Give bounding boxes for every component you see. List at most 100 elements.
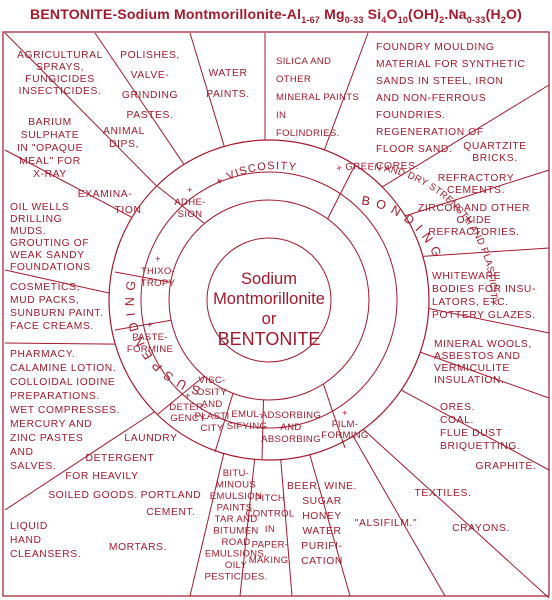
label-line: MAKING. — [249, 555, 292, 566]
label-line: AND — [280, 422, 301, 433]
label-line: SUGAR — [302, 496, 342, 507]
label-line: MERCURY AND — [10, 419, 92, 430]
label-line: INSULATION. — [434, 375, 505, 386]
label-line: SILICA AND — [276, 56, 331, 67]
label-line: FLUE DUST — [440, 428, 503, 439]
label-line: ABSORBING — [261, 434, 321, 445]
label-line: BITU- — [223, 468, 250, 479]
label-line: SIFYING — [227, 421, 267, 432]
label-line: X-RAY — [33, 169, 67, 180]
ring-divider — [326, 164, 356, 221]
label-line: ADSORBING — [261, 410, 321, 421]
mortars-label: MORTARS. — [109, 542, 167, 553]
label-line: GROUTING OF — [10, 238, 89, 249]
label-line: WEAK SANDY — [10, 250, 85, 261]
label-line: + — [147, 320, 153, 331]
label-line: PESTICIDES. — [204, 572, 267, 583]
examination-label-2: TION — [115, 205, 142, 216]
label-line: LIQUID — [10, 521, 48, 532]
label-line: CALAMINE LOTION. — [10, 363, 116, 374]
label-line: AGRICULTURAL — [17, 50, 103, 61]
label-line: REFRACTORY — [438, 173, 515, 184]
label-line: AND — [10, 447, 34, 458]
label-line: SION — [178, 209, 203, 220]
label-line: BARIUM — [28, 117, 72, 128]
label-line: PAINTS. — [206, 89, 250, 100]
label-line: INSECTICIDES. — [19, 86, 102, 97]
for-heavily-label: FOR HEAVILY — [65, 471, 138, 482]
label-line: BEER. WINE. — [287, 481, 357, 492]
label-line: TROPY — [141, 278, 176, 289]
label-line: BRIQUETTING. — [440, 441, 520, 452]
label-line: PHARMACY. — [10, 349, 75, 360]
label-line: ORES. — [440, 402, 475, 413]
thixotropy-label: +THIXO-TROPY — [141, 254, 176, 289]
label-line: PITCH — [255, 493, 285, 504]
label-line: FACE CREAMS. — [10, 321, 94, 332]
label-line: FORMING — [321, 430, 368, 441]
label-line: + — [185, 391, 191, 402]
label-line: + — [187, 185, 193, 196]
label-line: FLOOR SAND. — [376, 144, 452, 155]
label-line: EMULSIONS. — [205, 549, 267, 560]
label-line: MINERAL WOOLS, — [434, 339, 532, 350]
label-line: VERMICULITE — [434, 363, 510, 374]
label-line: AND — [201, 399, 222, 410]
label-line: MUD PACKS, — [10, 295, 79, 306]
label-line: LATORS, ETC. — [432, 297, 509, 308]
label-line: PREPARATIONS. — [10, 391, 100, 402]
title-subscript: 0-33 — [344, 14, 364, 25]
title-subscript: 1-67 — [301, 14, 321, 25]
label-line: SANDS IN STEEL, IRON — [376, 76, 504, 87]
label-line: THIXO- — [141, 266, 175, 277]
label-line: WATER — [302, 526, 341, 537]
label-line: IN — [276, 110, 286, 121]
label-line: HAND — [10, 535, 42, 546]
center-circle — [206, 237, 332, 363]
diagram-title: BENTONITE-Sodium Montmorillonite-Al1-67 … — [0, 6, 552, 25]
label-line: ZINC PASTES — [10, 433, 83, 444]
label-line: CORES. — [376, 161, 419, 172]
title-subscript: 4 — [381, 14, 387, 25]
label-line: COSMETICS, — [10, 282, 80, 293]
label-line: OTHER — [276, 74, 311, 85]
label-line: BODIES FOR INSU- — [432, 284, 536, 295]
center-line-2: Montmorillonite — [213, 290, 325, 308]
label-line: ASBESTOS AND — [434, 351, 521, 362]
detergency-label: +DETER-GENCY — [169, 391, 207, 424]
adhesion-label: +ADHE-SION — [174, 185, 205, 220]
label-line: PAPER- — [252, 540, 289, 551]
label-line: DETER- — [169, 402, 207, 413]
label-line: CEMENT. — [146, 507, 195, 518]
detergent-label: DETERGENT — [86, 453, 155, 464]
title-part: O) — [506, 6, 522, 22]
label-line: FUNGICIDES — [25, 74, 95, 85]
title-subscript: 0-33 — [466, 14, 486, 25]
title-part: Si — [363, 6, 382, 22]
label-line: EMUL- — [231, 409, 262, 420]
outer-frame — [2, 31, 550, 597]
emulsifying-label: EMUL-SIFYING — [227, 409, 267, 432]
title-subscript: 2 — [500, 14, 506, 25]
label-line: CITY — [200, 423, 223, 434]
label-line: PLASTI — [195, 411, 230, 422]
label-line: OIL WELLS — [10, 202, 69, 213]
label-line: FOUNDRY MOULDING — [376, 42, 495, 53]
laundry-label: LAUNDRY — [124, 433, 177, 444]
label-line: TAR AND — [215, 514, 258, 525]
title-lead: BENTONITE-Sodium Montmorillonite-Al — [30, 6, 302, 22]
center-line-1: Sodium — [241, 270, 297, 288]
label-line: VISC- — [198, 375, 225, 386]
label-line: MEAL" FOR — [19, 156, 81, 167]
alsifilm-label: "ALSIFILM." — [355, 518, 418, 529]
label-line: IN — [265, 524, 275, 535]
